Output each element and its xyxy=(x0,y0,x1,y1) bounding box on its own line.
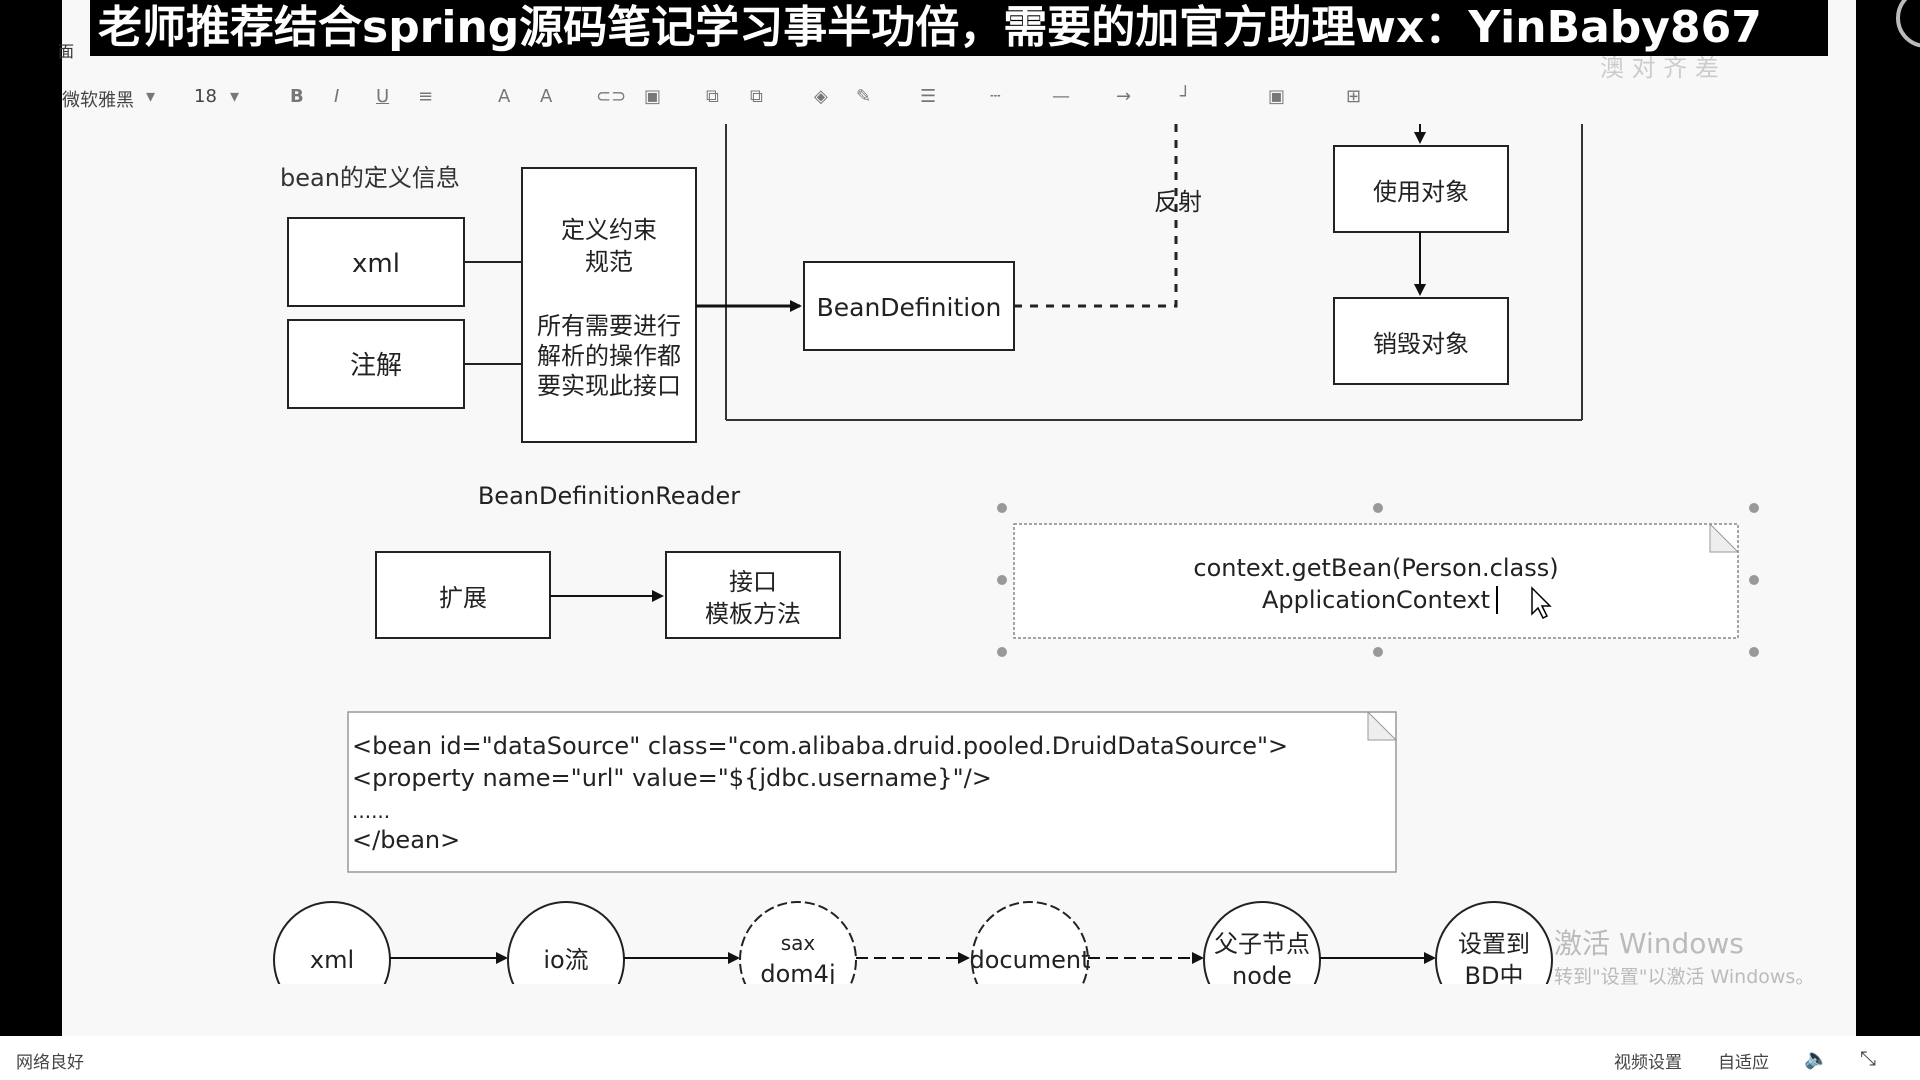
font-size-select[interactable]: 18 xyxy=(194,86,217,107)
reader-label: BeanDefinitionReader xyxy=(478,482,740,510)
reflection-label: 反射 xyxy=(1154,188,1202,216)
flow-node-io-label: io流 xyxy=(543,946,588,974)
spec-box[interactable] xyxy=(521,167,697,443)
code-line4: </bean> xyxy=(352,826,460,854)
resize-handle[interactable] xyxy=(1373,647,1383,657)
context-note[interactable] xyxy=(1013,523,1739,639)
underline-button[interactable]: U xyxy=(376,86,390,107)
resize-handle[interactable] xyxy=(1749,647,1759,657)
interface-line2: 模板方法 xyxy=(705,600,801,628)
player-status-bar: 网络良好 视频设置 自适应 🔈 ⤡ xyxy=(0,1036,1920,1080)
arrow-end-icon[interactable]: → xyxy=(1116,86,1132,107)
bold-button[interactable]: B xyxy=(290,86,304,107)
exit-fullscreen-icon[interactable]: ⤡ xyxy=(1860,1046,1876,1070)
flow-node-bd-line1: 设置到 xyxy=(1458,930,1530,958)
use-object-box[interactable] xyxy=(1333,145,1509,233)
xml-box-label: xml xyxy=(352,249,400,279)
network-status: 网络良好 xyxy=(16,1053,84,1073)
flow-node-node-line1: 父子节点 xyxy=(1214,930,1310,958)
spec-box-line4: 解析的操作都 xyxy=(537,342,681,370)
logo-watermark: 澳 对 齐 差 xyxy=(1600,54,1719,82)
spec-box-line1: 定义约束 xyxy=(561,216,657,244)
adaptive-button[interactable]: 自适应 xyxy=(1718,1053,1769,1073)
destroy-object-box[interactable] xyxy=(1333,297,1509,385)
send-back-icon[interactable]: ⧉ xyxy=(750,86,763,107)
resize-handle[interactable] xyxy=(997,647,1007,657)
code-line1: <bean id="dataSource" class="com.alibaba… xyxy=(352,732,1288,760)
italic-button[interactable]: I xyxy=(334,86,340,107)
note-fold-icon xyxy=(1709,522,1740,553)
flow-node-xml-label: xml xyxy=(310,946,354,974)
line-weight-icon[interactable]: ☰ xyxy=(920,86,937,107)
volume-icon[interactable]: 🔈 xyxy=(1804,1046,1829,1070)
promo-banner: 老师推荐结合spring源码笔记学习事半功倍，需要的加官方助理wx：YinBab… xyxy=(90,0,1828,56)
arrange-icon[interactable]: ▣ xyxy=(1268,86,1286,107)
resize-handle[interactable] xyxy=(1749,503,1759,513)
format-toolbar: 微软雅黑 ▾ 18 ▾ B I U ≡ A A ⊂⊃ ▣ ⧉ ⧉ ◈ ✎ ☰ ┄… xyxy=(62,78,1856,122)
table-icon[interactable]: ⊞ xyxy=(1346,86,1362,107)
resize-handle[interactable] xyxy=(1373,503,1383,513)
line-style-icon[interactable]: — xyxy=(1052,86,1070,107)
image-icon[interactable]: ▣ xyxy=(644,86,662,107)
chevron-down-icon[interactable]: ▾ xyxy=(230,86,240,107)
connector-icon[interactable]: ┘ xyxy=(1180,86,1191,107)
destroy-object-label: 销毁对象 xyxy=(1373,330,1469,358)
font-color-button[interactable]: A xyxy=(498,86,511,107)
interface-box[interactable] xyxy=(665,551,841,639)
code-line2: <property name="url" value="${jdbc.usern… xyxy=(352,764,992,792)
activation-watermark-hint: 转到"设置"以激活 Windows。 xyxy=(1554,966,1815,988)
spec-box-line3: 所有需要进行 xyxy=(537,312,681,340)
flow-node-parser-line2: dom4j xyxy=(760,960,835,988)
resize-handle[interactable] xyxy=(1749,575,1759,585)
video-settings-button[interactable]: 视频设置 xyxy=(1614,1053,1682,1073)
line-color-icon[interactable]: ✎ xyxy=(856,86,872,107)
align-button[interactable]: ≡ xyxy=(418,86,434,107)
annotation-box-label: 注解 xyxy=(350,351,402,381)
font-family-select[interactable]: 微软雅黑 xyxy=(62,90,134,111)
fill-color-icon[interactable]: ◈ xyxy=(814,86,828,107)
interface-line1: 接口 xyxy=(729,568,777,596)
context-line1: context.getBean(Person.class) xyxy=(1193,554,1558,582)
use-object-label: 使用对象 xyxy=(1373,178,1469,206)
bean-def-label: bean的定义信息 xyxy=(280,164,460,192)
reflection-dashed-line xyxy=(1014,124,1178,308)
spec-box-line2: 规范 xyxy=(585,248,633,276)
extend-label: 扩展 xyxy=(439,584,487,612)
right-frame xyxy=(1856,0,1920,1036)
note-fold-icon xyxy=(1367,710,1398,741)
activation-watermark-title: 激活 Windows xyxy=(1554,927,1744,960)
flow-node-parser-line1: sax xyxy=(781,931,816,955)
link-icon[interactable]: ⊂⊃ xyxy=(596,86,627,107)
bean-definition-label: BeanDefinition xyxy=(817,293,1002,322)
bean-definition-box[interactable] xyxy=(803,261,1015,351)
context-line2: ApplicationContext xyxy=(1262,586,1490,614)
canvas-bottom-mask xyxy=(260,984,1860,1036)
left-tab-label: 面 xyxy=(58,42,75,61)
spec-box-line5: 要实现此接口 xyxy=(537,372,681,400)
annotation-box[interactable] xyxy=(287,319,465,409)
highlight-button[interactable]: A xyxy=(540,86,553,107)
code-note[interactable] xyxy=(347,711,1397,873)
resize-handle[interactable] xyxy=(997,575,1007,585)
flow-node-document-label: document xyxy=(969,946,1090,974)
mouse-cursor-icon xyxy=(1531,586,1552,620)
resize-handle[interactable] xyxy=(997,503,1007,513)
code-line3: ...... xyxy=(352,799,390,823)
line-dash-icon[interactable]: ┄ xyxy=(990,86,1001,107)
bring-front-icon[interactable]: ⧉ xyxy=(706,86,719,107)
chevron-down-icon[interactable]: ▾ xyxy=(146,86,156,107)
